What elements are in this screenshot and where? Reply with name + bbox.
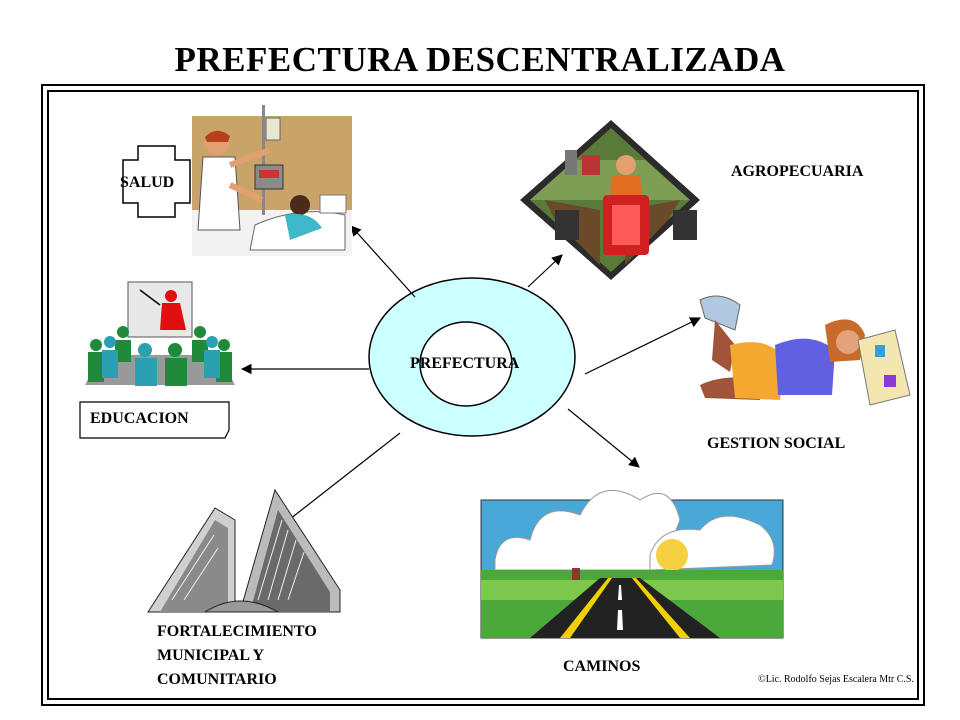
- fortalecimiento-line-1: FORTALECIMIENTO: [157, 623, 317, 640]
- node-label-caminos: CAMINOS: [563, 658, 641, 675]
- hospital-nurse-clipart: [192, 105, 352, 256]
- arrow-to-gestion-social: [584, 317, 701, 375]
- government-buildings-clipart: [147, 488, 341, 613]
- node-label-educacion: EDUCACION: [90, 410, 189, 427]
- tractor-farmer-clipart: [520, 120, 700, 280]
- health-cross-badge: [122, 145, 191, 218]
- education-label-box: [79, 401, 230, 439]
- diagram-frame-outer: [41, 84, 925, 706]
- node-label-fortalecimiento: FORTALECIMIENTO MUNICIPAL Y COMUNITARIO: [157, 620, 317, 692]
- node-label-gestion-social: GESTION SOCIAL: [707, 435, 846, 452]
- classroom-teacher-clipart: [85, 281, 235, 386]
- page-title: PREFECTURA DESCENTRALIZADA: [174, 40, 786, 79]
- fortalecimiento-line-3: COMUNITARIO: [157, 671, 277, 688]
- arrow-to-agropecuaria: [527, 254, 563, 288]
- node-label-agropecuaria: AGROPECUARIA: [731, 163, 864, 180]
- center-label-prefectura: PREFECTURA: [410, 355, 520, 372]
- arrow-to-fortalecimiento: [289, 432, 401, 520]
- highway-landscape-clipart: [480, 489, 784, 639]
- arrow-to-salud: [350, 225, 416, 298]
- reading-girl-clipart: [699, 295, 911, 406]
- node-label-salud: SALUD: [120, 174, 175, 191]
- arrow-to-caminos: [567, 408, 640, 468]
- fortalecimiento-line-2: MUNICIPAL Y: [157, 647, 265, 664]
- diagram-frame-inner: [47, 90, 919, 700]
- author-credit: ©Lic. Rodolfo Sejas Escalera Mtr C.S.: [758, 674, 914, 685]
- prefectura-ring: [368, 277, 576, 437]
